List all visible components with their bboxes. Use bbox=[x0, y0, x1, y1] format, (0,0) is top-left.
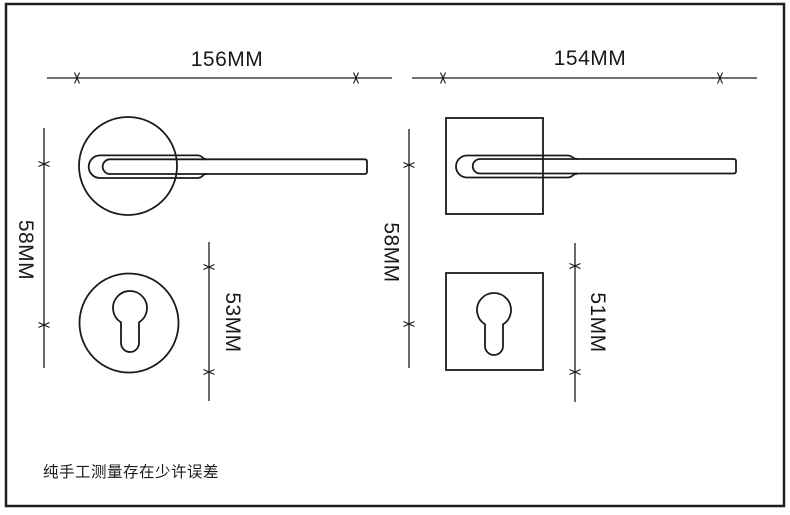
escutcheon-label-right: 51MM bbox=[586, 292, 609, 352]
escutcheon-square bbox=[445, 272, 544, 371]
width-label-right: 154MM bbox=[554, 47, 627, 70]
escutcheon-circle bbox=[78, 272, 180, 374]
width-label-left: 156MM bbox=[191, 48, 264, 71]
keyhole-cutout-left bbox=[112, 290, 148, 353]
left-drawing-round-rosette: 156MM 58MM 53MM bbox=[14, 48, 392, 401]
centers-label-left: 58MM bbox=[14, 220, 37, 280]
centers-label-right: 58MM bbox=[380, 222, 403, 282]
lever-bar-outline-left bbox=[101, 158, 368, 175]
drawing-frame bbox=[4, 2, 786, 508]
rosette-circle bbox=[78, 116, 178, 216]
escutcheon-label-left: 53MM bbox=[221, 292, 244, 352]
measurement-disclaimer: 纯手工测量存在少许误差 bbox=[43, 463, 219, 481]
lever-grip-outer-outline-left bbox=[87, 154, 208, 179]
keyhole-cutout-right bbox=[476, 292, 512, 356]
lever-bar-outline-right bbox=[471, 158, 737, 175]
rosette-square bbox=[445, 117, 544, 215]
right-drawing-square-rosette: 154MM 58MM 51MM bbox=[380, 47, 757, 402]
lever-grip-outer-outline-right bbox=[455, 154, 579, 179]
